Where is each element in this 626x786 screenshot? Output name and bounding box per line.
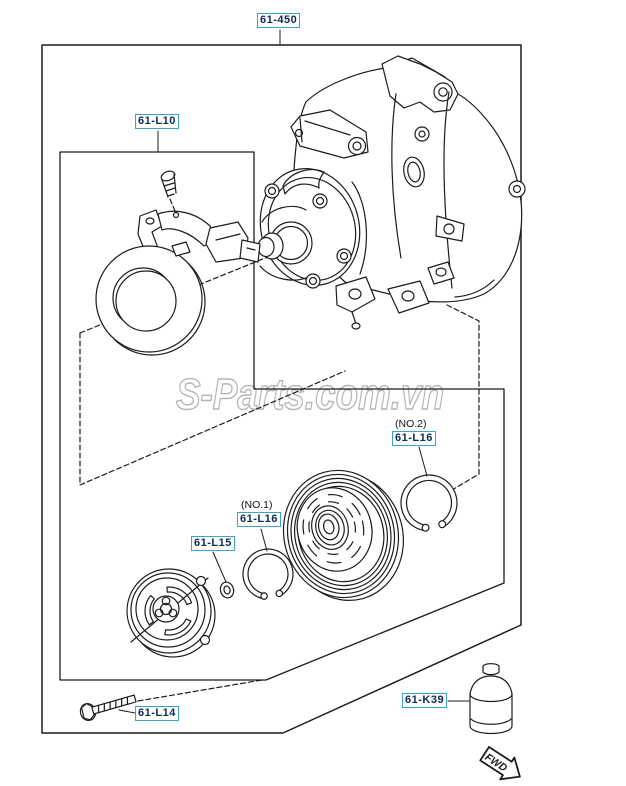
part-label-shim-washer[interactable]: 61-L15 xyxy=(191,536,235,551)
snap-ring-no2-drawing xyxy=(400,474,458,532)
lead-bracket-drawing xyxy=(137,209,261,263)
part-label-cap[interactable]: 61-K39 xyxy=(402,693,448,708)
watermark-text: S-Parts.com.vn xyxy=(176,370,444,419)
part-label-assembly[interactable]: 61-450 xyxy=(257,13,301,28)
pointer-lines xyxy=(118,29,470,714)
shim-washer-drawing xyxy=(219,581,235,599)
part-label-bolt[interactable]: 61-L14 xyxy=(135,706,179,721)
snap-ring-no1-drawing xyxy=(242,548,294,600)
outer-frame xyxy=(41,44,522,734)
clutch-disc-drawing xyxy=(126,568,216,658)
field-coil-drawing xyxy=(95,241,206,356)
part-note-snap-ring-no2: (NO.2) xyxy=(395,418,427,430)
compressor-drawing xyxy=(257,55,526,330)
pulley-drawing xyxy=(282,469,404,601)
fwd-arrow: FWD xyxy=(479,746,521,781)
screw-drawing xyxy=(160,170,177,198)
part-label-magnetic-coil[interactable]: 61-L10 xyxy=(135,114,179,129)
part-label-snap-ring-no1[interactable]: 61-L16 xyxy=(237,512,281,527)
part-note-snap-ring-no1: (NO.1) xyxy=(241,499,273,511)
cap-drawing xyxy=(469,663,513,735)
exploded-panel-outline xyxy=(59,151,505,681)
part-label-snap-ring-no2[interactable]: 61-L16 xyxy=(392,431,436,446)
bolt-drawing xyxy=(79,694,137,722)
